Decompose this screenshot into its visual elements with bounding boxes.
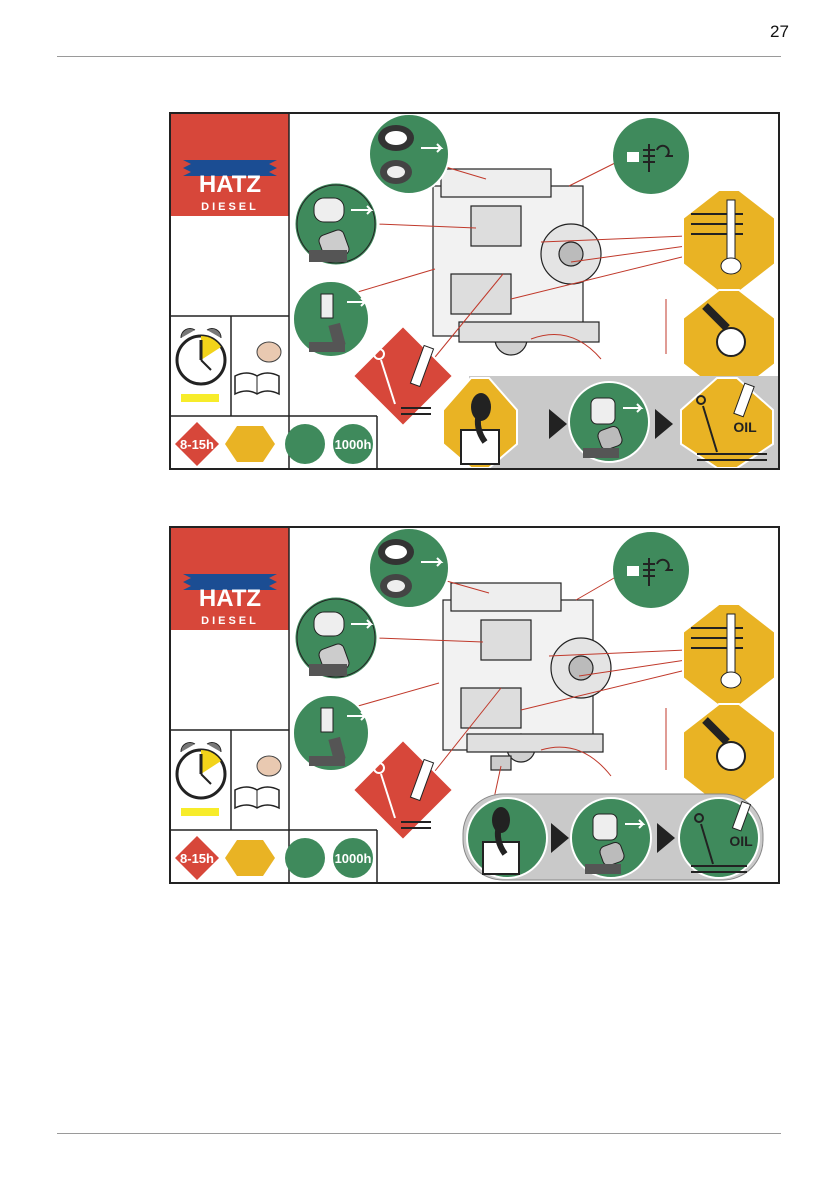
- yellow-hex-legend: [225, 840, 275, 876]
- engine-illustration: [443, 583, 611, 770]
- green-circle-legend: [285, 838, 325, 878]
- fill-oil-icon: OIL: [679, 798, 759, 878]
- valve-clearance-icon: [613, 532, 689, 608]
- footer-rule: [57, 1133, 781, 1134]
- oil-filter-replace-icon: [571, 798, 651, 878]
- hatz-logo-text: HATZ: [199, 171, 261, 198]
- clean-cooling-fins-icon: [683, 190, 775, 292]
- maintenance-diagram: HATZ DIESEL 8-15h 1000h: [171, 528, 778, 882]
- oil-label: OIL: [729, 833, 753, 849]
- oil-level-check-icon: [353, 326, 453, 426]
- header-rule: [57, 56, 781, 57]
- diesel-text: DIESEL: [201, 201, 259, 213]
- read-manual-icon: [235, 342, 281, 394]
- fuel-filter-replace-icon: [294, 182, 378, 266]
- page-number: 27: [770, 22, 789, 42]
- interval-label: 8-15h: [180, 851, 214, 866]
- diesel-text: DIESEL: [201, 615, 259, 627]
- clean-cooling-fins-icon: [683, 604, 775, 706]
- valve-clearance-icon: [613, 118, 689, 194]
- check-bolts-wrench-icon: [683, 704, 775, 806]
- alarm-clock-icon: [177, 328, 225, 402]
- yellow-hex-legend: [225, 426, 275, 462]
- water-separator-replace-icon: [293, 695, 369, 771]
- service-label: 1000h: [335, 437, 372, 452]
- air-filter-replace-icon: [369, 114, 449, 194]
- oil-level-check-icon: [353, 740, 453, 840]
- interval-label: 8-15h: [180, 437, 214, 452]
- air-filter-replace-icon: [369, 528, 449, 608]
- drain-oil-icon: [467, 798, 547, 878]
- hatz-logo-text: HATZ: [199, 585, 261, 612]
- oil-filter-replace-icon: [569, 382, 649, 462]
- service-label: 1000h: [335, 851, 372, 866]
- read-manual-icon: [235, 756, 281, 808]
- alarm-clock-icon: [177, 742, 225, 816]
- engine-illustration: [433, 169, 601, 355]
- maintenance-panel-top: HATZ DIESEL 8-15h 1000h: [169, 112, 780, 470]
- water-separator-replace-icon: [293, 281, 369, 357]
- green-circle-legend: [285, 424, 325, 464]
- oil-label: OIL: [733, 419, 757, 435]
- maintenance-diagram: HATZ DIESEL 8-15h 1000h: [171, 114, 778, 468]
- fuel-filter-replace-icon: [294, 596, 378, 680]
- maintenance-panel-bottom: HATZ DIESEL 8-15h 1000h: [169, 526, 780, 884]
